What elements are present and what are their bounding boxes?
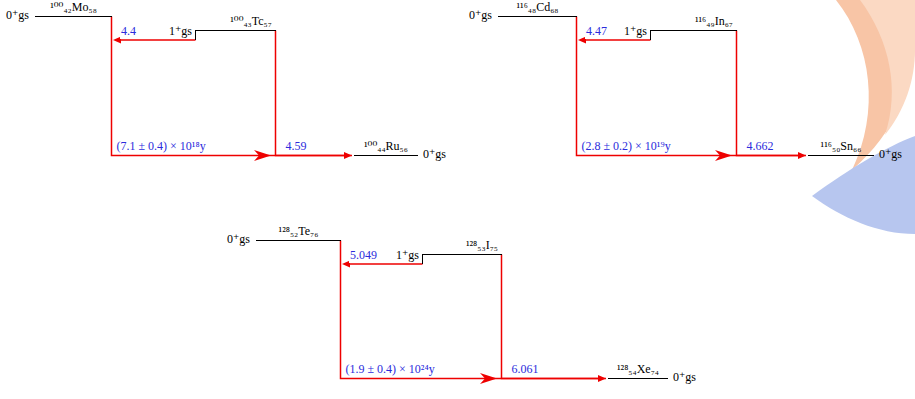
level-line [808, 155, 874, 156]
level-line [650, 30, 737, 31]
decay-arrow [276, 31, 353, 160]
decay-line [276, 31, 347, 156]
edge-label: (1.9 ± 0.4) × 10²⁴y [345, 363, 436, 377]
decay-arrow [341, 241, 607, 385]
decay-line [119, 39, 196, 41]
energy-level: ¹⁰⁰₄₄Ru₅₆ 0⁺gs [354, 139, 446, 163]
arrow-head [715, 150, 732, 161]
edge-label: 4.59 [285, 140, 308, 154]
decay-line [502, 255, 601, 379]
decay-arrow [502, 255, 607, 383]
energy-level: 0⁺gs ¹²⁸₅₂Te₇₆ [227, 224, 341, 248]
nuclide-name: ¹¹⁶₅₀Sn₆₆ [821, 140, 862, 154]
level-line [256, 240, 341, 241]
edge-label: 4.662 [746, 140, 775, 154]
level-line [422, 254, 423, 264]
spin-parity: 0⁺gs [673, 371, 696, 385]
edge-label: 4.4 [120, 25, 137, 39]
decay-line [341, 241, 607, 379]
level-line [498, 16, 577, 17]
arrow-head [254, 150, 271, 161]
energy-level: 1⁺gs ¹⁰⁰₄₃Tc₅₇ [169, 15, 277, 41]
energy-level: 0⁺gs ¹¹⁶₄₈Cd₆₈ [469, 0, 577, 24]
spin-parity: 0⁺gs [879, 148, 902, 162]
edge-label: 4.47 [585, 25, 608, 39]
spin-parity: 1⁺gs [396, 249, 419, 263]
energy-level: 1⁺gs ¹¹⁶₄₉In₆₇ [624, 15, 738, 41]
level-line [35, 16, 112, 17]
edge-label: (7.1 ± 0.4) × 10¹⁸y [116, 140, 207, 154]
nuclide-name: ¹⁰⁰₄₃Tc₅₇ [230, 15, 272, 29]
nuclide-name: ¹¹⁶₄₈Cd₆₈ [516, 1, 558, 15]
decay-line [737, 31, 801, 156]
energy-level: ¹²⁸₅₄Xe₇₄ 0⁺gs [608, 362, 696, 386]
spin-parity: 0⁺gs [6, 9, 29, 23]
decay-arrow [112, 17, 353, 162]
decay-line [577, 17, 807, 156]
orange-swoosh-light [860, 0, 915, 135]
level-line [195, 30, 276, 31]
nuclide-name: ¹²⁸₅₃I₇₅ [466, 239, 498, 253]
level-line [354, 155, 418, 156]
level-line [422, 254, 502, 255]
edge-label: (2.8 ± 0.2) × 10¹⁹y [581, 140, 672, 154]
decay-line [348, 263, 423, 265]
nuclide-name: ¹¹⁶₄₉In₆₇ [695, 15, 733, 29]
energy-level: 1⁺gs ¹²⁸₅₃I₇₅ [396, 239, 503, 265]
nuclide-name: ¹⁰⁰₄₂Mo₅₈ [50, 1, 97, 15]
spin-parity: 0⁺gs [423, 148, 446, 162]
nuclide-name: ¹²⁸₅₄Xe₇₄ [617, 363, 659, 377]
level-line [650, 30, 651, 40]
decay-line [584, 39, 651, 41]
edge-label: 5.049 [349, 249, 378, 263]
spin-parity: 1⁺gs [624, 25, 647, 39]
nuclide-name: ¹⁰⁰₄₄Ru₅₆ [364, 140, 408, 154]
spin-parity: 0⁺gs [469, 9, 492, 23]
blue-swoosh [812, 136, 915, 234]
spin-parity: 1⁺gs [169, 25, 192, 39]
level-line [608, 378, 668, 379]
spin-parity: 0⁺gs [227, 233, 250, 247]
edge-label: 6.061 [511, 363, 540, 377]
nuclide-name: ¹²⁸₅₂Te₇₆ [279, 225, 319, 239]
energy-level: 0⁺gs ¹⁰⁰₄₂Mo₅₈ [6, 0, 112, 24]
decay-arrow [737, 31, 807, 160]
decay-line [112, 17, 353, 156]
arrow-head [480, 373, 497, 384]
energy-level: ¹¹⁶₅₀Sn₆₆ 0⁺gs [808, 139, 902, 163]
level-line [195, 30, 196, 40]
decay-arrow [577, 17, 807, 162]
